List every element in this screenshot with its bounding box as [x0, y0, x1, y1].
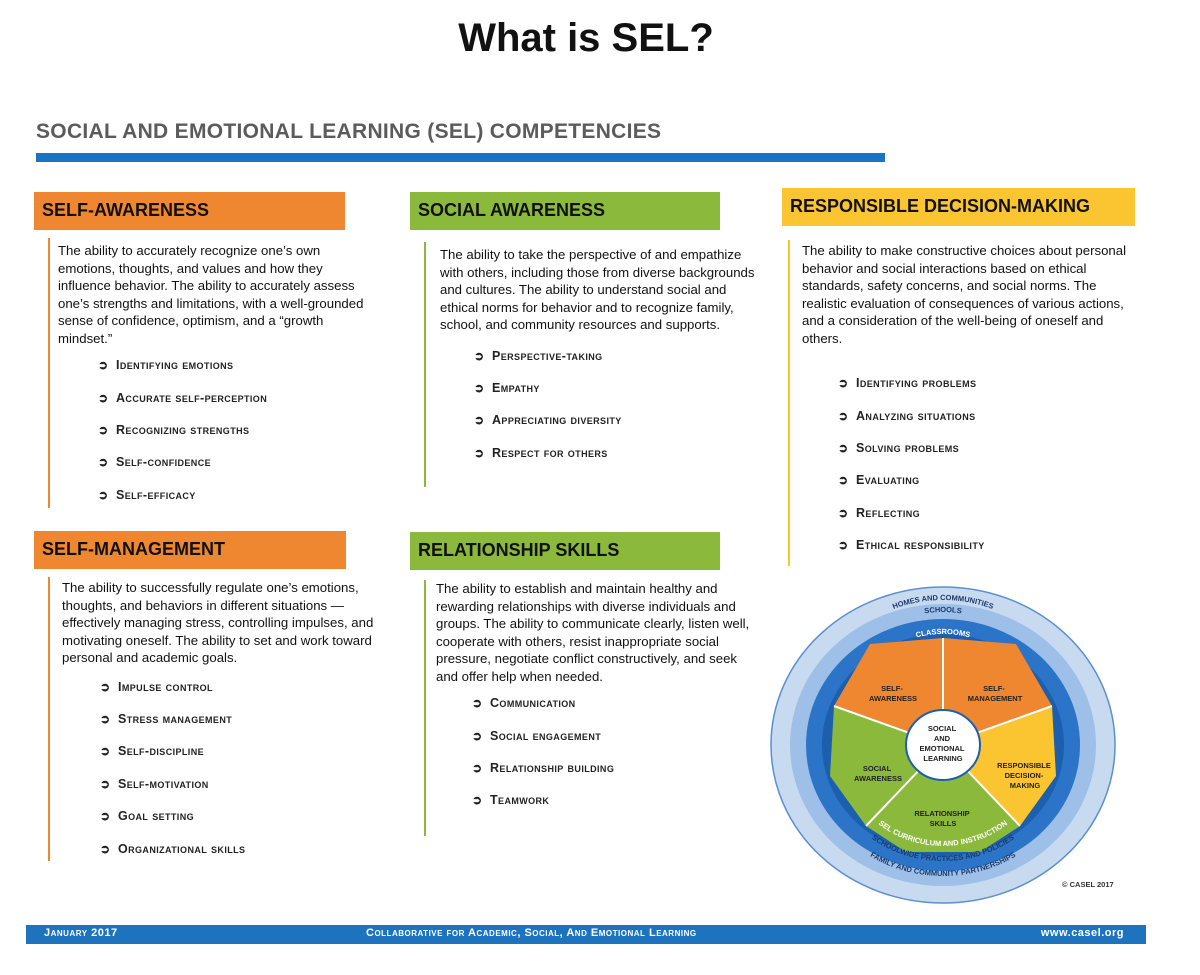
list-item: ➲Perspective-taking: [474, 348, 603, 363]
segment-label-self-awareness: SELF- AWARENESS: [869, 684, 917, 703]
arrow-icon: ➲: [98, 422, 109, 437]
self-management-description: The ability to successfully regulate one…: [62, 580, 374, 665]
center-label: SOCIAL AND EMOTIONAL LEARNING: [920, 724, 967, 763]
segment-relationship-skills: [866, 745, 1020, 852]
ring-label-classrooms: CLASSROOMS: [915, 627, 971, 639]
arrow-icon: ➲: [98, 390, 109, 405]
responsible-decision-making-block: RESPONSIBLE DECISION-MAKING The ability …: [782, 188, 1142, 566]
social-awareness-header: SOCIAL AWARENESS: [410, 192, 720, 230]
list-item: ➲Recognizing strengths: [98, 422, 250, 437]
list-item: ➲Self-discipline: [100, 744, 205, 759]
list-item: ➲Relationship building: [472, 760, 615, 775]
social-awareness-skills: ➲Perspective-taking ➲Empathy ➲Appreciati…: [474, 340, 760, 470]
list-item: ➲Accurate self-perception: [98, 390, 268, 405]
responsible-decision-making-bar: [788, 240, 790, 566]
segment-label-responsible: RESPONSIBLE DECISION- MAKING: [997, 761, 1053, 790]
responsible-decision-making-skills: ➲Identifying problems ➲Analyzing situati…: [838, 367, 1142, 561]
arrow-icon: ➲: [472, 793, 483, 808]
list-item: ➲Solving problems: [838, 440, 960, 455]
list-item: ➲Identifying emotions: [98, 358, 234, 373]
footer-bar: January 2017 Collaborative for Academic,…: [26, 925, 1146, 944]
social-awareness-description: The ability to take the perspective of a…: [440, 247, 755, 332]
list-item: ➲Empathy: [474, 381, 540, 396]
list-item: ➲Organizational skills: [100, 841, 246, 856]
social-awareness-block: SOCIAL AWARENESS The ability to take the…: [410, 192, 760, 487]
relationship-skills-block: RELATIONSHIP SKILLS The ability to estab…: [410, 532, 760, 836]
list-item: ➲Reflecting: [838, 505, 921, 520]
list-item: ➲Goal setting: [100, 809, 194, 824]
list-item: ➲Appreciating diversity: [474, 413, 622, 428]
arrow-icon: ➲: [100, 841, 111, 856]
self-awareness-header: SELF-AWARENESS: [34, 192, 345, 230]
relationship-skills-skills: ➲Communication ➲Social engagement ➲Relat…: [472, 687, 760, 817]
ring-label-schools: SCHOOLS: [924, 605, 963, 615]
arrow-icon: ➲: [838, 408, 849, 423]
self-awareness-skills: ➲Identifying emotions ➲Accurate self-per…: [98, 349, 380, 511]
arrow-icon: ➲: [100, 776, 111, 791]
relationship-skills-description: The ability to establish and maintain he…: [436, 581, 750, 684]
segment-label-social: SOCIAL AWARENESS: [854, 764, 902, 783]
arrow-icon: ➲: [98, 455, 109, 470]
list-item: ➲Ethical responsibility: [838, 538, 985, 553]
self-management-skills: ➲Impulse control ➲Stress management ➲Sel…: [100, 671, 384, 865]
copyright-notice: © CASEL 2017: [1062, 880, 1114, 889]
self-awareness-block: SELF-AWARENESS The ability to accurately…: [34, 192, 380, 511]
arrow-icon: ➲: [100, 744, 111, 759]
footer-organization: Collaborative for Academic, Social, And …: [366, 927, 697, 939]
section-heading: SOCIAL AND EMOTIONAL LEARNING (SEL) COMP…: [36, 120, 662, 143]
arrow-icon: ➲: [98, 487, 109, 502]
list-item: ➲Stress management: [100, 712, 233, 727]
arrow-icon: ➲: [100, 679, 111, 694]
arrow-icon: ➲: [474, 445, 485, 460]
segment-label-self-management: SELF- MANAGEMENT: [968, 684, 1023, 703]
list-item: ➲Self-confidence: [98, 455, 211, 470]
list-item: ➲Impulse control: [100, 679, 213, 694]
relationship-skills-header: RELATIONSHIP SKILLS: [410, 532, 720, 570]
arrow-icon: ➲: [100, 809, 111, 824]
responsible-decision-making-header: RESPONSIBLE DECISION-MAKING: [782, 188, 1135, 226]
segment-self-awareness: [834, 638, 943, 745]
arrow-icon: ➲: [838, 440, 849, 455]
arrow-icon: ➲: [472, 696, 483, 711]
list-item: ➲Self-efficacy: [98, 487, 196, 502]
arrow-icon: ➲: [474, 348, 485, 363]
section-divider: [36, 153, 885, 162]
footer-date: January 2017: [44, 927, 118, 939]
center-circle: [905, 709, 981, 781]
list-item: ➲Identifying problems: [838, 376, 977, 391]
list-item: ➲Respect for others: [474, 445, 608, 460]
self-awareness-description: The ability to accurately recognize one’…: [58, 243, 364, 346]
arrow-icon: ➲: [472, 760, 483, 775]
list-item: ➲Analyzing situations: [838, 408, 976, 423]
arrow-icon: ➲: [100, 712, 111, 727]
self-management-bar: [48, 577, 50, 861]
arrow-icon: ➲: [838, 505, 849, 520]
footer-url[interactable]: www.casel.org: [1040, 927, 1124, 939]
arrow-icon: ➲: [472, 728, 483, 743]
list-item: ➲Communication: [472, 696, 576, 711]
sel-wheel-diagram: SOCIAL AND EMOTIONAL LEARNING SELF- AWAR…: [770, 586, 1116, 904]
arrow-icon: ➲: [474, 381, 485, 396]
segment-self-management: [943, 638, 1052, 745]
social-awareness-bar: [424, 242, 426, 487]
list-item: ➲Social engagement: [472, 728, 602, 743]
segment-label-relationship: RELATIONSHIP SKILLS: [914, 809, 971, 828]
responsible-decision-making-description: The ability to make constructive choices…: [802, 243, 1126, 346]
self-management-block: SELF-MANAGEMENT The ability to successfu…: [34, 531, 384, 865]
list-item: ➲Self-motivation: [100, 776, 209, 791]
self-awareness-bar: [48, 238, 50, 508]
list-item: ➲Evaluating: [838, 473, 920, 488]
arrow-icon: ➲: [838, 538, 849, 553]
arrow-icon: ➲: [98, 358, 109, 373]
page-title: What is SEL?: [458, 16, 714, 60]
relationship-skills-bar: [424, 580, 426, 836]
arrow-icon: ➲: [838, 473, 849, 488]
list-item: ➲Teamwork: [472, 793, 550, 808]
arrow-icon: ➲: [838, 376, 849, 391]
self-management-header: SELF-MANAGEMENT: [34, 531, 346, 569]
arrow-icon: ➲: [474, 413, 485, 428]
